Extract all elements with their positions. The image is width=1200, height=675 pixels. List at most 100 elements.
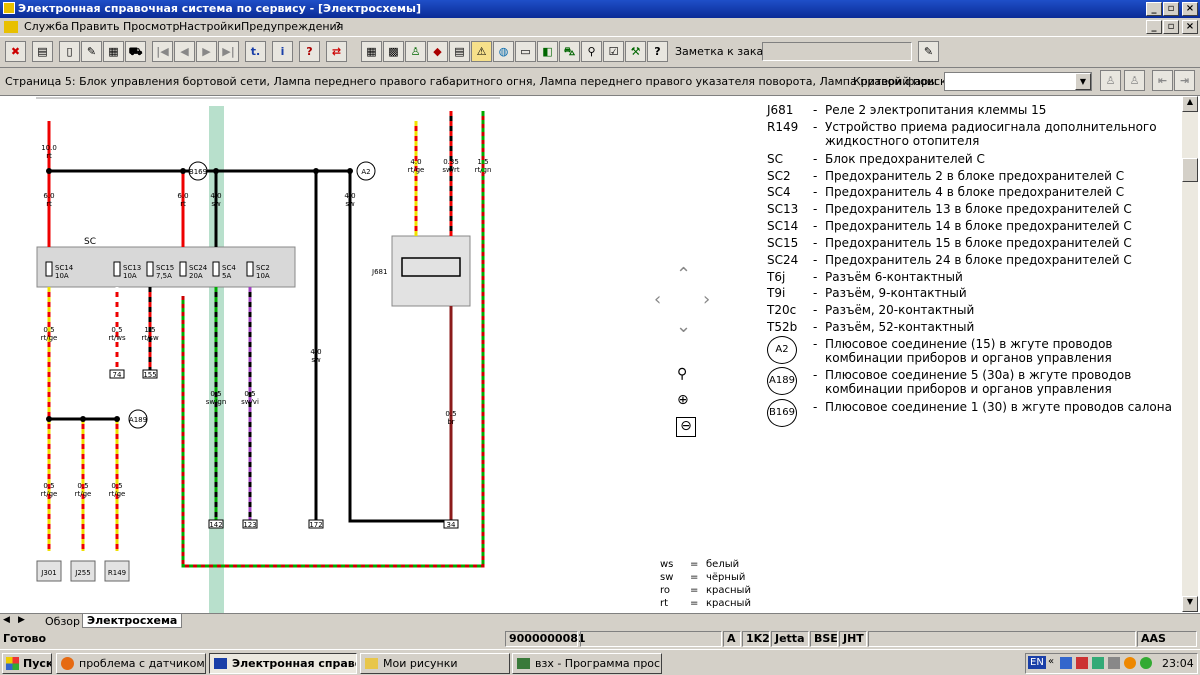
taskbar: Пуск проблема с датчиком з... Электронна… xyxy=(0,649,1200,675)
search-person-b-icon[interactable]: ♙ xyxy=(1124,70,1145,91)
language-indicator[interactable]: EN xyxy=(1028,656,1046,669)
tab-schematic[interactable]: Электросхема xyxy=(82,614,183,628)
prev-page-icon[interactable]: ◀ xyxy=(174,41,195,62)
swap-icon[interactable]: ⇄ xyxy=(326,41,347,62)
start-button[interactable]: Пуск xyxy=(2,653,52,674)
menu-view[interactable]: Просмотр xyxy=(123,20,180,33)
search-criteria-select[interactable]: ▼ xyxy=(944,72,1092,91)
chevron-down-icon[interactable]: ▼ xyxy=(1075,73,1091,90)
doc-list-icon[interactable]: ▦ xyxy=(103,41,124,62)
notebook-icon[interactable]: ◧ xyxy=(537,41,558,62)
page-icon[interactable]: ▤ xyxy=(449,41,470,62)
color-eq: = xyxy=(690,598,699,609)
insert-right-icon[interactable]: ⇥ xyxy=(1174,70,1195,91)
menu-edit[interactable]: Править xyxy=(71,20,120,33)
pan-right-icon[interactable]: › xyxy=(703,289,711,310)
volume-icon[interactable] xyxy=(1076,657,1088,669)
legend-text: Разъём, 9-контактный xyxy=(825,286,967,300)
task-viewer[interactable]: взх - Программа просмо... xyxy=(512,653,662,674)
wire-color-label: rt/ge xyxy=(41,334,58,342)
task-pictures[interactable]: Мои рисунки xyxy=(360,653,510,674)
scroll-down-button[interactable]: ▼ xyxy=(1182,596,1198,612)
color-name: чёрный xyxy=(706,572,746,583)
task-service-system[interactable]: Электронная справо... xyxy=(209,653,357,674)
note-help-icon[interactable]: ? xyxy=(647,41,668,62)
component-label: J301 xyxy=(40,569,56,577)
reference-label: 123 xyxy=(243,521,256,529)
status-code2: JHT xyxy=(839,631,867,647)
checklist-icon[interactable]: ☑ xyxy=(603,41,624,62)
security-icon[interactable] xyxy=(1092,657,1104,669)
vehicle-icon[interactable]: ⛍ xyxy=(559,41,580,62)
edit-doc-icon[interactable]: ✎ xyxy=(81,41,102,62)
network-icon[interactable] xyxy=(1060,657,1072,669)
globe-icon[interactable]: ◍ xyxy=(493,41,514,62)
zoom-out-icon[interactable]: ⊖ xyxy=(676,417,696,437)
search-person-a-icon[interactable]: ♙ xyxy=(1100,70,1121,91)
tools-icon[interactable]: ⚒ xyxy=(625,41,646,62)
menu-service[interactable]: Служба xyxy=(24,20,69,33)
exit-icon[interactable]: ✖ xyxy=(5,41,26,62)
info-bar: Страница 5: Блок управления бортовой сет… xyxy=(0,70,1200,94)
next-page-icon[interactable]: ▶ xyxy=(196,41,217,62)
fuse-name: SC24 xyxy=(189,264,208,272)
alert-icon[interactable]: ⚠ xyxy=(471,41,492,62)
grid-icon[interactable]: ▩ xyxy=(383,41,404,62)
status-engine: 1K2 xyxy=(742,631,770,647)
last-page-icon[interactable]: ▶| xyxy=(218,41,239,62)
pan-left-icon[interactable]: ‹ xyxy=(654,289,662,310)
search-person-icon[interactable]: ⚲ xyxy=(581,41,602,62)
fuse-symbol xyxy=(45,261,53,277)
minimize-button[interactable]: _ xyxy=(1146,2,1162,16)
wire-size-label: 6.0 xyxy=(177,192,188,200)
wiring-diagram[interactable]: SC J681 10.0rt6.0rt6.0rt4.0sw4.0sw4.0rt/… xyxy=(0,96,1180,614)
scroll-up-button[interactable]: ▲ xyxy=(1182,96,1198,112)
pan-up-icon[interactable]: ⌃ xyxy=(676,264,692,285)
legend-dash: - xyxy=(813,303,818,317)
tab-next-icon[interactable]: ▶ xyxy=(18,615,25,625)
menu-help[interactable]: ? xyxy=(335,20,341,33)
text-mode-icon[interactable]: t. xyxy=(245,41,266,62)
child-minimize-button[interactable]: _ xyxy=(1146,20,1162,34)
monitor-icon[interactable]: ▭ xyxy=(515,41,536,62)
tab-overview[interactable]: Обзор xyxy=(45,615,81,628)
note-field[interactable] xyxy=(762,42,912,61)
task-browser[interactable]: проблема с датчиком з... xyxy=(56,653,206,674)
insert-left-icon[interactable]: ⇤ xyxy=(1152,70,1173,91)
child-close-button[interactable]: × xyxy=(1182,20,1198,34)
legend-text: Реле 2 электропитания клеммы 15 xyxy=(825,103,1047,117)
info-icon[interactable]: i xyxy=(272,41,293,62)
connection-circle: A2 xyxy=(767,336,797,364)
person-icon[interactable]: ♙ xyxy=(405,41,426,62)
tray-expand-icon[interactable]: « xyxy=(1048,656,1055,667)
pan-down-icon[interactable]: ⌄ xyxy=(676,316,692,337)
wire-color-label: sw xyxy=(345,200,355,208)
scroll-thumb[interactable] xyxy=(1182,158,1198,182)
print-icon[interactable]: ▤ xyxy=(32,41,53,62)
legend-text: Предохранитель 2 в блоке предохранителей… xyxy=(825,169,1125,183)
book-icon[interactable]: ◆ xyxy=(427,41,448,62)
child-restore-button[interactable]: ▫ xyxy=(1163,20,1179,34)
reference-box xyxy=(308,519,324,529)
new-doc-icon[interactable]: ▯ xyxy=(59,41,80,62)
alert-tray-icon[interactable] xyxy=(1124,657,1136,669)
calc-icon[interactable]: ▦ xyxy=(361,41,382,62)
zoom-in-icon[interactable]: ⊕ xyxy=(677,392,689,408)
update-icon[interactable] xyxy=(1108,657,1120,669)
zoom-icon[interactable]: ⚲ xyxy=(677,366,688,382)
help-icon[interactable]: ? xyxy=(299,41,320,62)
menu-warnings[interactable]: Предупреждения xyxy=(241,20,344,33)
car-icon[interactable]: ⛟ xyxy=(125,41,146,62)
first-page-icon[interactable]: |◀ xyxy=(152,41,173,62)
status-tray-icon[interactable] xyxy=(1140,657,1152,669)
close-button[interactable]: × xyxy=(1182,2,1198,16)
tab-prev-icon[interactable]: ◀ xyxy=(3,615,10,625)
menu-bar: Служба Править Просмотр Настройки Предуп… xyxy=(0,18,1200,36)
relay-j681-label: J681 xyxy=(371,268,387,276)
menu-settings[interactable]: Настройки xyxy=(179,20,242,33)
note-edit-icon[interactable]: ✎ xyxy=(918,41,939,62)
reference-label: 142 xyxy=(209,521,222,529)
maximize-button[interactable]: ▫ xyxy=(1163,2,1179,16)
vertical-scrollbar[interactable]: ▲ ▼ xyxy=(1182,96,1198,612)
